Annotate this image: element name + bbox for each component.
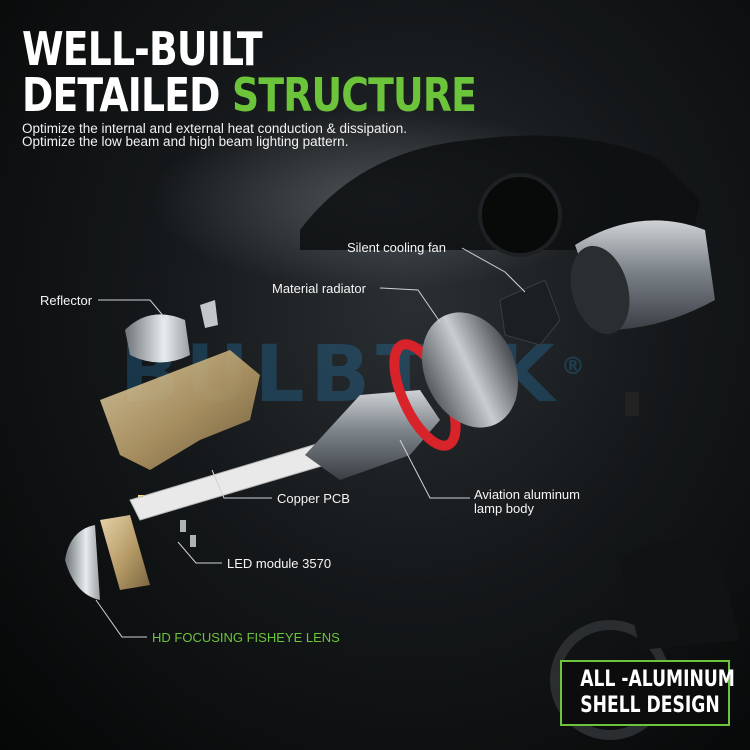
reflector-screw [200,300,218,328]
fisheye-lens-part [65,525,100,600]
led-leader [177,541,222,564]
radiator-leader [379,287,441,323]
shell-clip [625,392,639,416]
shell-part [575,220,715,330]
headline-line-2: DETAILED STRUCTURE [22,72,477,118]
lens-ring-part [100,515,150,590]
reflector-leader [98,299,166,319]
fan-leader [461,247,526,293]
pcb-plate-part [129,439,336,521]
body-leader [399,439,470,499]
motorcycle-rider [620,540,740,650]
label-copper-pcb: Copper PCB [277,491,350,506]
subtitle-line-1: Optimize the internal and external heat … [22,121,407,136]
led-clip-part-1 [180,520,186,532]
label-lamp-body-line-2: lamp body [474,501,534,516]
led-clip-part-2 [190,535,196,547]
label-led-module: LED module 3570 [227,556,332,571]
badge-line-2: SHELL DESIGN [580,693,720,718]
label-fisheye-lens: HD FOCUSING FISHEYE LENS [152,630,340,645]
label-radiator: Material radiator [272,281,366,296]
label-lamp-body: Aviation aluminum lamp body [474,488,580,516]
headline-accent-part: STRUCTURE [231,68,477,122]
aluminum-shell-badge: ALL -ALUMINUM SHELL DESIGN [560,660,735,726]
led-chip-part [138,495,152,517]
subtitle-line-2: Optimize the low beam and high beam ligh… [22,134,349,149]
shell-opening [570,245,630,335]
lens-leader [95,599,147,638]
badge-line-1: ALL -ALUMINUM [580,667,735,692]
label-lamp-body-line-1: Aviation aluminum [474,487,580,502]
headline-line-1: WELL-BUILT [22,22,263,76]
brand-watermark: BULBTEK® [120,330,591,420]
label-reflector: Reflector [40,293,93,308]
headline-white-part: DETAILED [22,68,232,122]
car-wheel [478,173,562,257]
label-cooling-fan: Silent cooling fan [347,240,447,255]
car-silhouette [300,135,700,250]
pcb-leader [211,469,272,499]
